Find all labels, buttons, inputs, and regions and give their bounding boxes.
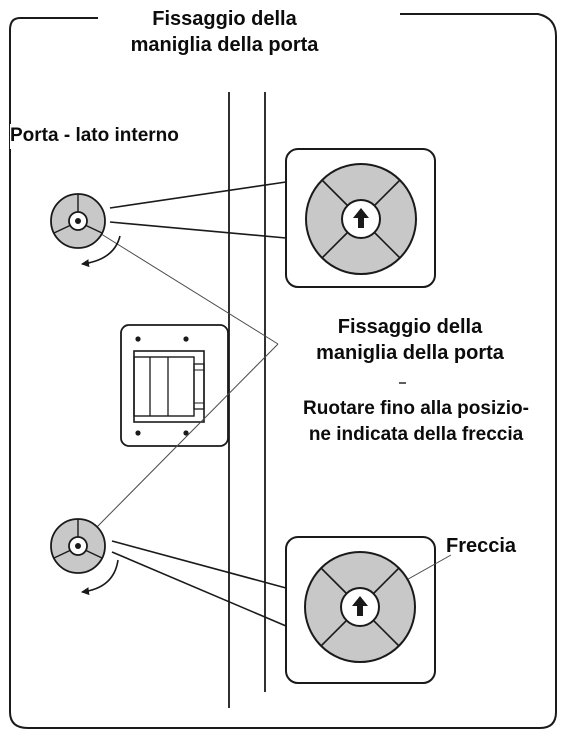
rotate-line-1: Ruotare fino alla posizio-	[303, 398, 529, 419]
title-line-1: Fissaggio della	[152, 8, 297, 30]
small-knob-top	[50, 193, 106, 249]
arrow-label: Freccia	[446, 535, 517, 557]
door-inside-label: Porta - lato interno	[10, 124, 183, 149]
diagram-title: Fissaggio della maniglia della porta	[98, 6, 351, 59]
handle-plate	[120, 324, 229, 447]
up-arrow-icon	[352, 596, 368, 616]
fixing-line-2: maniglia della porta	[316, 342, 504, 365]
callout-line-top-lower	[109, 221, 287, 239]
fixing-line-1: Fissaggio della	[337, 316, 483, 338]
callout-line-bottom-upper	[111, 540, 287, 589]
rotate-line-2: ne indicata della freccia	[308, 423, 524, 445]
rotation-arrow-top	[81, 235, 121, 268]
small-knob-bottom	[50, 518, 106, 574]
rotation-arrow-bottom	[81, 559, 119, 596]
large-knob-bottom	[304, 551, 416, 663]
title-line-2: maniglia della porta	[130, 34, 319, 57]
handle-fixing-label: Fissaggio della maniglia della porta	[280, 314, 540, 367]
up-arrow-icon	[353, 208, 369, 228]
callout-line-bottom-lower	[111, 551, 287, 627]
rotate-instruction-label: Ruotare fino alla posizio- ne indicata d…	[272, 396, 560, 448]
large-knob-top	[305, 163, 417, 275]
callout-line-top-upper	[109, 181, 287, 209]
leader-line-bottom-knob	[91, 343, 279, 533]
outer-frame	[9, 13, 557, 729]
leader-line-top-knob	[97, 231, 279, 345]
